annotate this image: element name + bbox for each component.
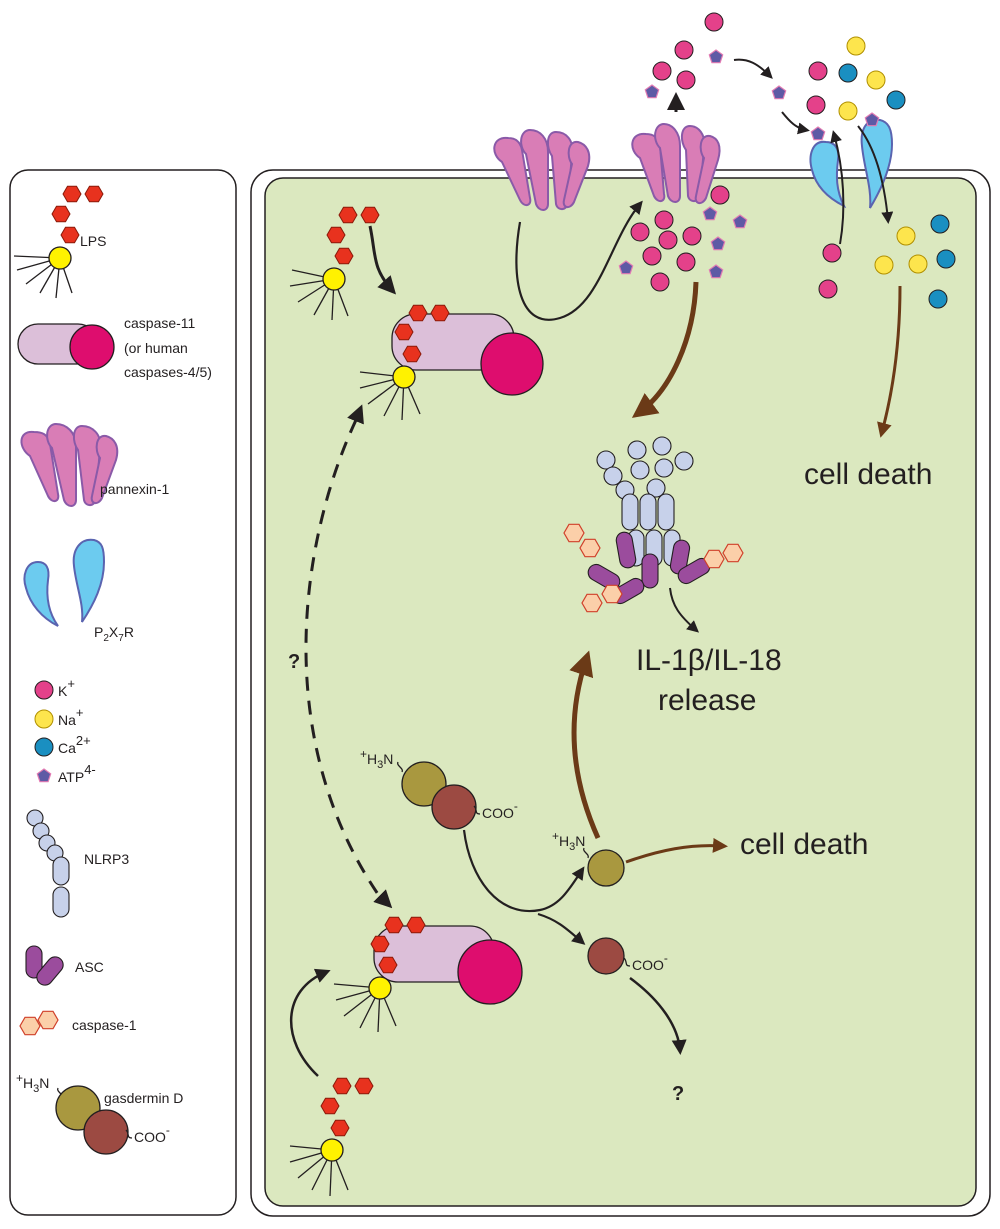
legend-nlrp3-label: NLRP3: [84, 851, 129, 867]
ions-outside-top: [644, 12, 810, 135]
legend-asc-label: ASC: [75, 959, 104, 975]
gasdermin-cterm-label: COO-: [482, 799, 518, 821]
legend-lps-label: LPS: [80, 233, 106, 249]
dashed-arrow-head-bottom: [373, 889, 393, 909]
arrow-lps-to-caspase11-bottom: [289, 968, 331, 1077]
arrow-na-ca-influx: [857, 125, 894, 224]
legend-pannexin-icon: [20, 422, 119, 507]
pannexin-channel-open: [631, 122, 721, 204]
legend-lps-icon: [13, 185, 104, 299]
arrow-ions-to-cell-death: [877, 285, 902, 438]
cell: [250, 169, 991, 1217]
il-release-label-1: IL-1β/IL-18: [636, 644, 782, 677]
legend-gasdermin-label: gasdermin D: [104, 1090, 183, 1106]
legend-p2x7r-label: P2X7R: [94, 624, 134, 644]
legend-atp-label: ATP4-: [58, 762, 96, 785]
arrow-cleavage-n-term: [462, 829, 585, 913]
legend-p2x7r-icon: [23, 538, 106, 627]
legend-caspase1-label: caspase-1: [72, 1017, 137, 1033]
legend-caspase11-label-1: caspase-11: [124, 315, 196, 331]
legend-calcium-icon: [34, 737, 54, 757]
nlrp3-inflammasome: [563, 436, 744, 613]
gasdermin-d-full: [397, 761, 481, 830]
gsdmd-n-fragment-label: +H3N: [552, 829, 585, 853]
pannexin-channel-closed: [493, 128, 591, 211]
arrow-atp-binding: [781, 111, 810, 135]
legend-gasdermin-nterm-label: +H3N: [16, 1071, 49, 1095]
caspase11-lps-complex-bottom: [333, 916, 523, 1033]
lps-top-free: [289, 206, 380, 321]
arrow-cleavage-c-term: [537, 912, 586, 945]
question-mark-left: ?: [288, 651, 300, 673]
legend-panel: LPS caspase-11 (or human caspases-4/5) p…: [9, 169, 237, 1216]
arrow-inflammasome-to-il-release: [669, 587, 700, 633]
gasdermin-nterm-label: +H3N: [360, 747, 393, 771]
legend-sodium-label: Na+: [58, 705, 84, 728]
legend-sodium-icon: [34, 709, 54, 729]
arrow-atp-to-p2x7r: [733, 58, 773, 79]
legend-calcium-label: Ca2+: [58, 733, 91, 756]
legend-nlrp3-icon: [26, 809, 70, 918]
legend-gasdermin-cterm-label: COO-: [134, 1123, 170, 1145]
ions-outside-p2x7r: [806, 36, 906, 141]
arrow-gsdmd-n-to-cell-death: [625, 837, 728, 864]
caspase11-lps-complex-top: [359, 304, 544, 421]
arrow-lps-to-caspase11-top: [368, 225, 397, 295]
gsdmd-c-fragment: [587, 937, 625, 975]
gsdmd-c-fragment-label: COO-: [632, 951, 668, 973]
legend-potassium-label: K+: [58, 676, 75, 699]
il-release-label-2: release: [658, 684, 756, 717]
ions-inside-pannexin: [618, 185, 748, 292]
dashed-arrow-head-top: [347, 404, 364, 425]
legend-pannexin-label: pannexin-1: [100, 481, 169, 497]
gsdmd-n-fragment: [587, 849, 625, 887]
arrow-k-efflux-to-nlrp3: [631, 281, 699, 418]
ions-inside-p2x7r: [818, 214, 956, 309]
arrow-k-efflux-p2x7r: [830, 130, 845, 245]
legend-caspase11-label-2: (or human: [124, 340, 188, 356]
dashed-arrow-caspase11-link: [304, 419, 384, 901]
cell-death-label-mid: cell death: [740, 828, 868, 861]
legend-caspase11-label-3: caspases-4/5): [124, 364, 212, 380]
legend-potassium-icon: [34, 680, 54, 700]
gsdmd-n-fragment-tail: [583, 847, 589, 859]
legend-asc-icon: [25, 945, 64, 986]
legend-gasdermin-icon: [55, 1085, 133, 1155]
question-mark-bottom: ?: [672, 1083, 684, 1105]
arrow-c-fragment-unknown: [629, 976, 687, 1055]
cytoplasm: [264, 177, 977, 1207]
gsdmd-c-fragment-tail: [623, 957, 631, 967]
arrow-caspase11-to-pannexin: [515, 200, 643, 321]
lps-bottom-free: [289, 1077, 374, 1197]
cell-death-label-top: cell death: [804, 458, 932, 491]
legend-caspase11-icon: [17, 323, 115, 370]
arrow-gsdmd-to-il-release: [569, 650, 601, 840]
